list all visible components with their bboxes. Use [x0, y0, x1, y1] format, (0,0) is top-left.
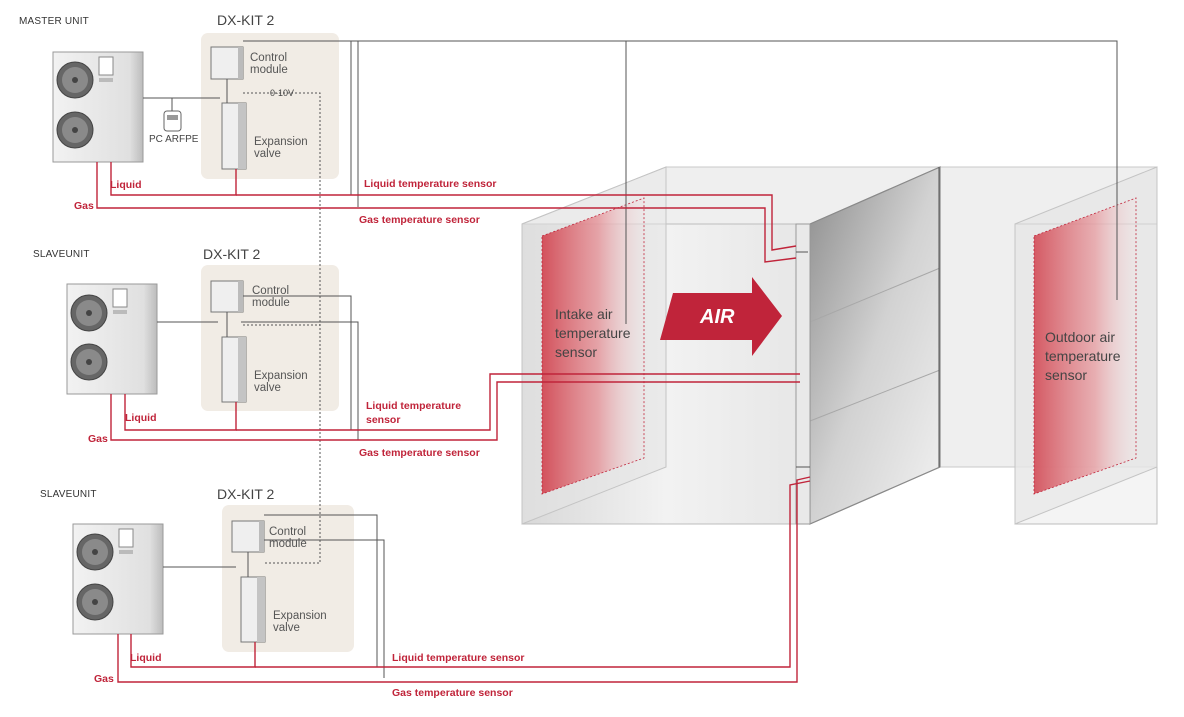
liquid-sensor-label: sensor — [366, 414, 401, 426]
control-module-label: module — [269, 538, 307, 550]
signal-label: 0-10V — [270, 88, 295, 98]
intake-sensor-label: Intake air — [555, 306, 613, 322]
control-module-label: Control — [269, 526, 307, 538]
expansion-valve-icon — [221, 336, 247, 403]
intake-sensor-label: sensor — [555, 344, 598, 360]
control-module-icon — [210, 280, 244, 313]
control-module-icon — [210, 46, 244, 80]
kit-title: DX-KIT 2 — [217, 12, 275, 28]
gas-sensor-label: Gas temperature sensor — [392, 687, 513, 699]
unit-title: SLAVEUNIT — [40, 489, 97, 500]
gas-label: Gas — [94, 673, 114, 685]
gas-label: Gas — [74, 200, 94, 212]
air-label: AIR — [700, 306, 735, 328]
liquid-sensor-label: Liquid temperature sensor — [364, 178, 497, 190]
signal-wiring — [143, 40, 1118, 678]
kit-title: DX-KIT 2 — [203, 246, 261, 262]
gas-sensor-label: Gas temperature sensor — [359, 447, 480, 459]
control-module-icon — [231, 520, 265, 553]
control-module-label: Control — [252, 285, 290, 297]
expansion-valve-icon — [240, 576, 266, 643]
controller-label: PC ARFPE — [149, 134, 199, 145]
expansion-valve-label: valve — [254, 148, 281, 160]
outdoor-unit-icon — [72, 523, 164, 635]
refrigerant-pipes — [96, 162, 811, 683]
unit-title: MASTER UNIT — [19, 16, 89, 27]
outdoor-sensor-label: Outdoor air — [1045, 329, 1116, 345]
outdoor-sensor-label: temperature — [1045, 348, 1121, 364]
expansion-valve-icon — [221, 102, 247, 170]
intake-sensor-label: temperature — [555, 325, 631, 341]
liquid-label: Liquid — [130, 652, 162, 664]
liquid-label: Liquid — [110, 179, 142, 191]
outdoor-sensor-label: sensor — [1045, 367, 1088, 383]
kit-title: DX-KIT 2 — [217, 486, 275, 502]
outdoor-unit-icon — [66, 283, 158, 395]
gas-sensor-label: Gas temperature sensor — [359, 214, 480, 226]
outdoor-unit-icon — [52, 51, 144, 163]
liquid-sensor-label: Liquid temperature sensor — [392, 652, 525, 664]
expansion-valve-label: Expansion — [254, 370, 308, 382]
expansion-valve-label: Expansion — [254, 136, 308, 148]
air-arrow-icon — [660, 277, 782, 356]
control-module-label: module — [252, 297, 290, 309]
air-handling-unit — [521, 166, 1158, 525]
signal-0-10v-wiring — [243, 92, 321, 564]
liquid-label: Liquid — [125, 412, 157, 424]
gas-label: Gas — [88, 433, 108, 445]
expansion-valve-label: Expansion — [273, 610, 327, 622]
expansion-valve-label: valve — [254, 382, 281, 394]
control-module-label: Control — [250, 52, 288, 64]
control-module-label: module — [250, 64, 288, 76]
liquid-sensor-label: Liquid temperature — [366, 400, 462, 412]
unit-title: SLAVEUNIT — [33, 249, 90, 260]
expansion-valve-label: valve — [273, 622, 300, 634]
